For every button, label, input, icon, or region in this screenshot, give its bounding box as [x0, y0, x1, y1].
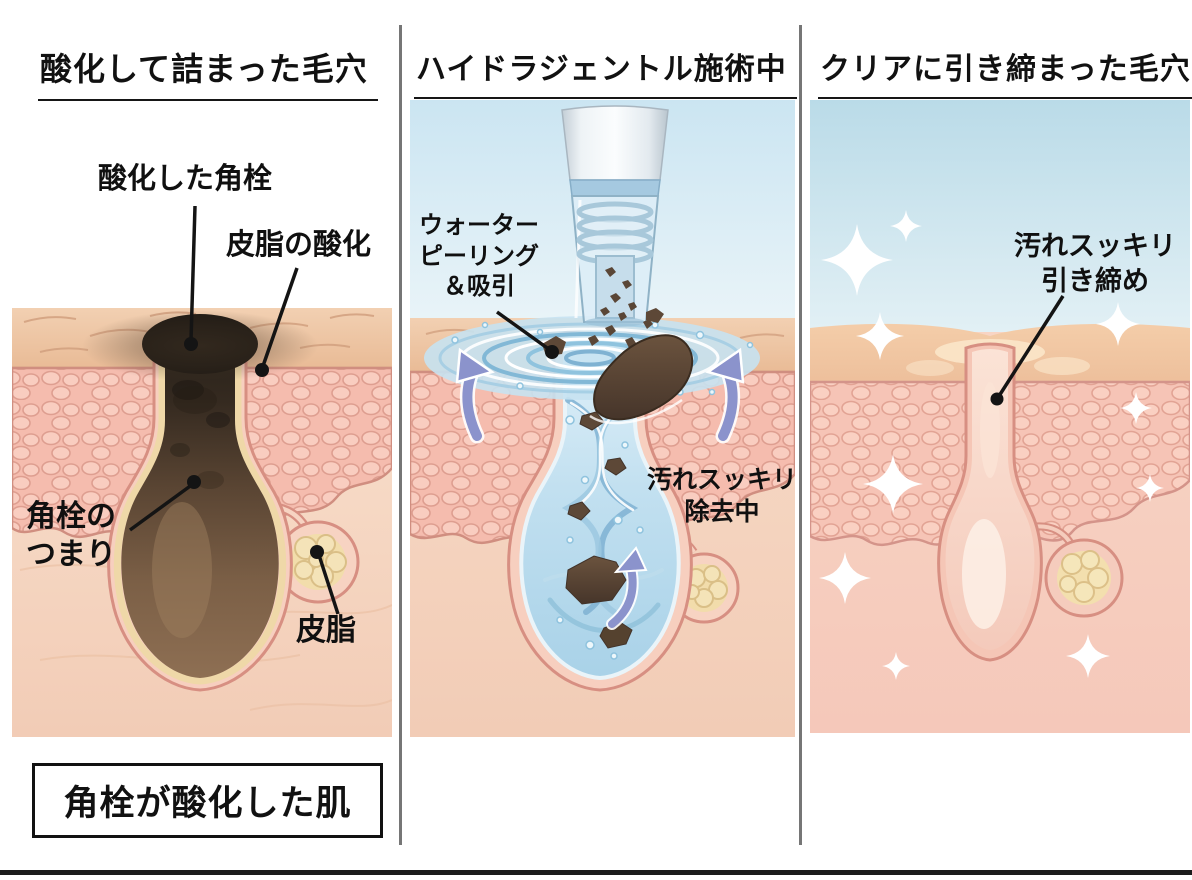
handpiece-device — [561, 105, 669, 327]
clean-pore-illustration — [810, 100, 1190, 733]
plug-texture — [152, 380, 230, 638]
suction-arrow-icon — [455, 347, 495, 444]
panel-divider-left — [399, 25, 402, 845]
label-sebum-oxidation: 皮脂の酸化 — [226, 227, 372, 261]
caption-oxidized-skin: 角栓が酸化した肌 — [32, 763, 383, 838]
device-coil — [576, 201, 654, 265]
pointer-dot — [990, 392, 1004, 406]
suction-arrow-icon — [705, 347, 745, 444]
pointer-lines — [128, 205, 340, 615]
vortex-arrow-icon — [606, 546, 648, 630]
panel-left-title: 酸化して詰まった毛穴 — [38, 44, 378, 101]
clogged-pore-illustration — [12, 205, 392, 737]
pointer-line — [997, 295, 1065, 397]
pointer-dots — [184, 337, 324, 559]
suctioned-debris-specks — [600, 267, 637, 321]
panel-middle-title: ハイドラジェントル施術中 — [414, 44, 797, 99]
falling-debris — [588, 319, 653, 348]
surface-shadow — [82, 310, 318, 382]
debris-in-pore — [565, 411, 633, 649]
pointer-line — [495, 310, 552, 352]
pore-plug — [121, 333, 279, 678]
clean-background — [810, 100, 1190, 332]
label-clean-tighten: 汚れスッキリ 引き締め — [1014, 231, 1176, 297]
label-oxidized-plug: 酸化した角栓 — [98, 161, 273, 195]
treatment-illustration — [410, 100, 795, 737]
large-debris-blob — [593, 334, 694, 421]
sebum-lining — [113, 340, 287, 685]
bottom-rule — [0, 870, 1192, 875]
label-water-peeling: ウォーター ピーリング ＆吸引 — [419, 211, 539, 301]
label-sebum: 皮脂 — [296, 613, 356, 648]
skin-cross-section — [12, 308, 392, 737]
panel-divider-right — [799, 25, 802, 845]
pointer-dot — [545, 345, 559, 359]
panel-right-title: クリアに引き締まった毛穴 — [818, 44, 1192, 99]
water-column — [519, 331, 681, 681]
label-plug-clog: 角栓の つまり — [26, 499, 116, 573]
label-dirt-removal: 汚れスッキリ 除去中 — [646, 465, 797, 526]
